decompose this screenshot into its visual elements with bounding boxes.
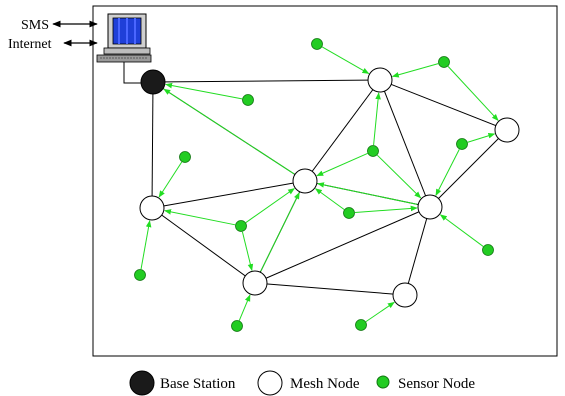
sensor-link-arrow — [321, 46, 370, 74]
legend: Base Station Mesh Node Sensor Node — [129, 370, 475, 396]
mesh-link — [151, 180, 306, 209]
legend-mesh-node-label: Mesh Node — [290, 376, 360, 392]
sensor-node — [355, 319, 367, 331]
sensor-node — [438, 56, 450, 68]
sensor-link-arrow — [241, 231, 254, 272]
sms-label: SMS — [21, 18, 49, 33]
mesh-node — [242, 270, 268, 296]
mesh-nodes — [139, 67, 520, 308]
sensor-link-arrow — [467, 133, 496, 143]
sensor-link-arrow — [365, 301, 395, 323]
sensor-node — [343, 207, 355, 219]
sensor-link-arrow — [158, 161, 183, 198]
sensor-node — [179, 151, 191, 163]
sensor-node — [242, 94, 254, 106]
sensor-link-arrow — [354, 205, 418, 214]
sensor-node — [134, 269, 146, 281]
sensor-node — [311, 38, 323, 50]
internet-label: Internet — [8, 37, 52, 52]
mesh-link — [304, 79, 381, 182]
sensor-node — [367, 145, 379, 157]
mesh-link — [379, 79, 508, 131]
sensor-link-arrow — [435, 149, 460, 197]
mesh-node — [494, 117, 520, 143]
mesh-link — [429, 129, 508, 208]
mesh-link — [254, 282, 406, 296]
sensor-link-arrow — [140, 220, 152, 270]
sensor-link-arrow — [439, 214, 484, 247]
mesh-links — [151, 79, 508, 296]
sensor-link-arrow — [245, 188, 295, 223]
mesh-link — [404, 206, 431, 296]
sensor-link-arrow — [373, 92, 381, 146]
sensor-link-arrow — [317, 182, 418, 205]
legend-mesh-node-marker — [257, 370, 283, 396]
sensor-link-arrow — [163, 88, 295, 175]
sensor-link-arrow — [376, 154, 422, 199]
sensor-node — [482, 244, 494, 256]
legend-sensor-node-label: Sensor Node — [398, 376, 475, 392]
sensor-link-arrow — [314, 188, 345, 210]
sensor-node — [456, 138, 468, 150]
sensor-links — [140, 46, 499, 323]
mesh-node — [139, 195, 165, 221]
sensor-node — [235, 220, 247, 232]
sensor-link-arrow — [316, 152, 368, 177]
mesh-node — [367, 67, 393, 93]
mesh-link — [379, 79, 431, 208]
mesh-link — [151, 207, 256, 284]
sensor-nodes — [134, 38, 494, 332]
desktop-computer-icon — [96, 13, 152, 63]
mesh-link — [151, 81, 154, 209]
sensor-link-arrow — [260, 192, 300, 272]
sensor-link-arrow — [164, 209, 236, 226]
legend-base-station-label: Base Station — [160, 376, 236, 392]
network-area-frame — [92, 5, 558, 357]
base-station-node — [140, 69, 166, 95]
mesh-node — [392, 282, 418, 308]
sensor-link-arrow — [165, 82, 243, 100]
mesh-link — [254, 206, 431, 284]
sensor-node — [231, 320, 243, 332]
mesh-node — [417, 194, 443, 220]
computer-cable — [123, 62, 141, 84]
mesh-link — [152, 79, 381, 83]
legend-sensor-node-marker — [376, 375, 390, 389]
sensor-link-arrow — [238, 294, 251, 321]
mesh-node — [292, 168, 318, 194]
legend-base-station-marker — [129, 370, 155, 396]
sensor-link-arrow — [447, 66, 499, 121]
sensor-link-arrow — [391, 63, 439, 78]
